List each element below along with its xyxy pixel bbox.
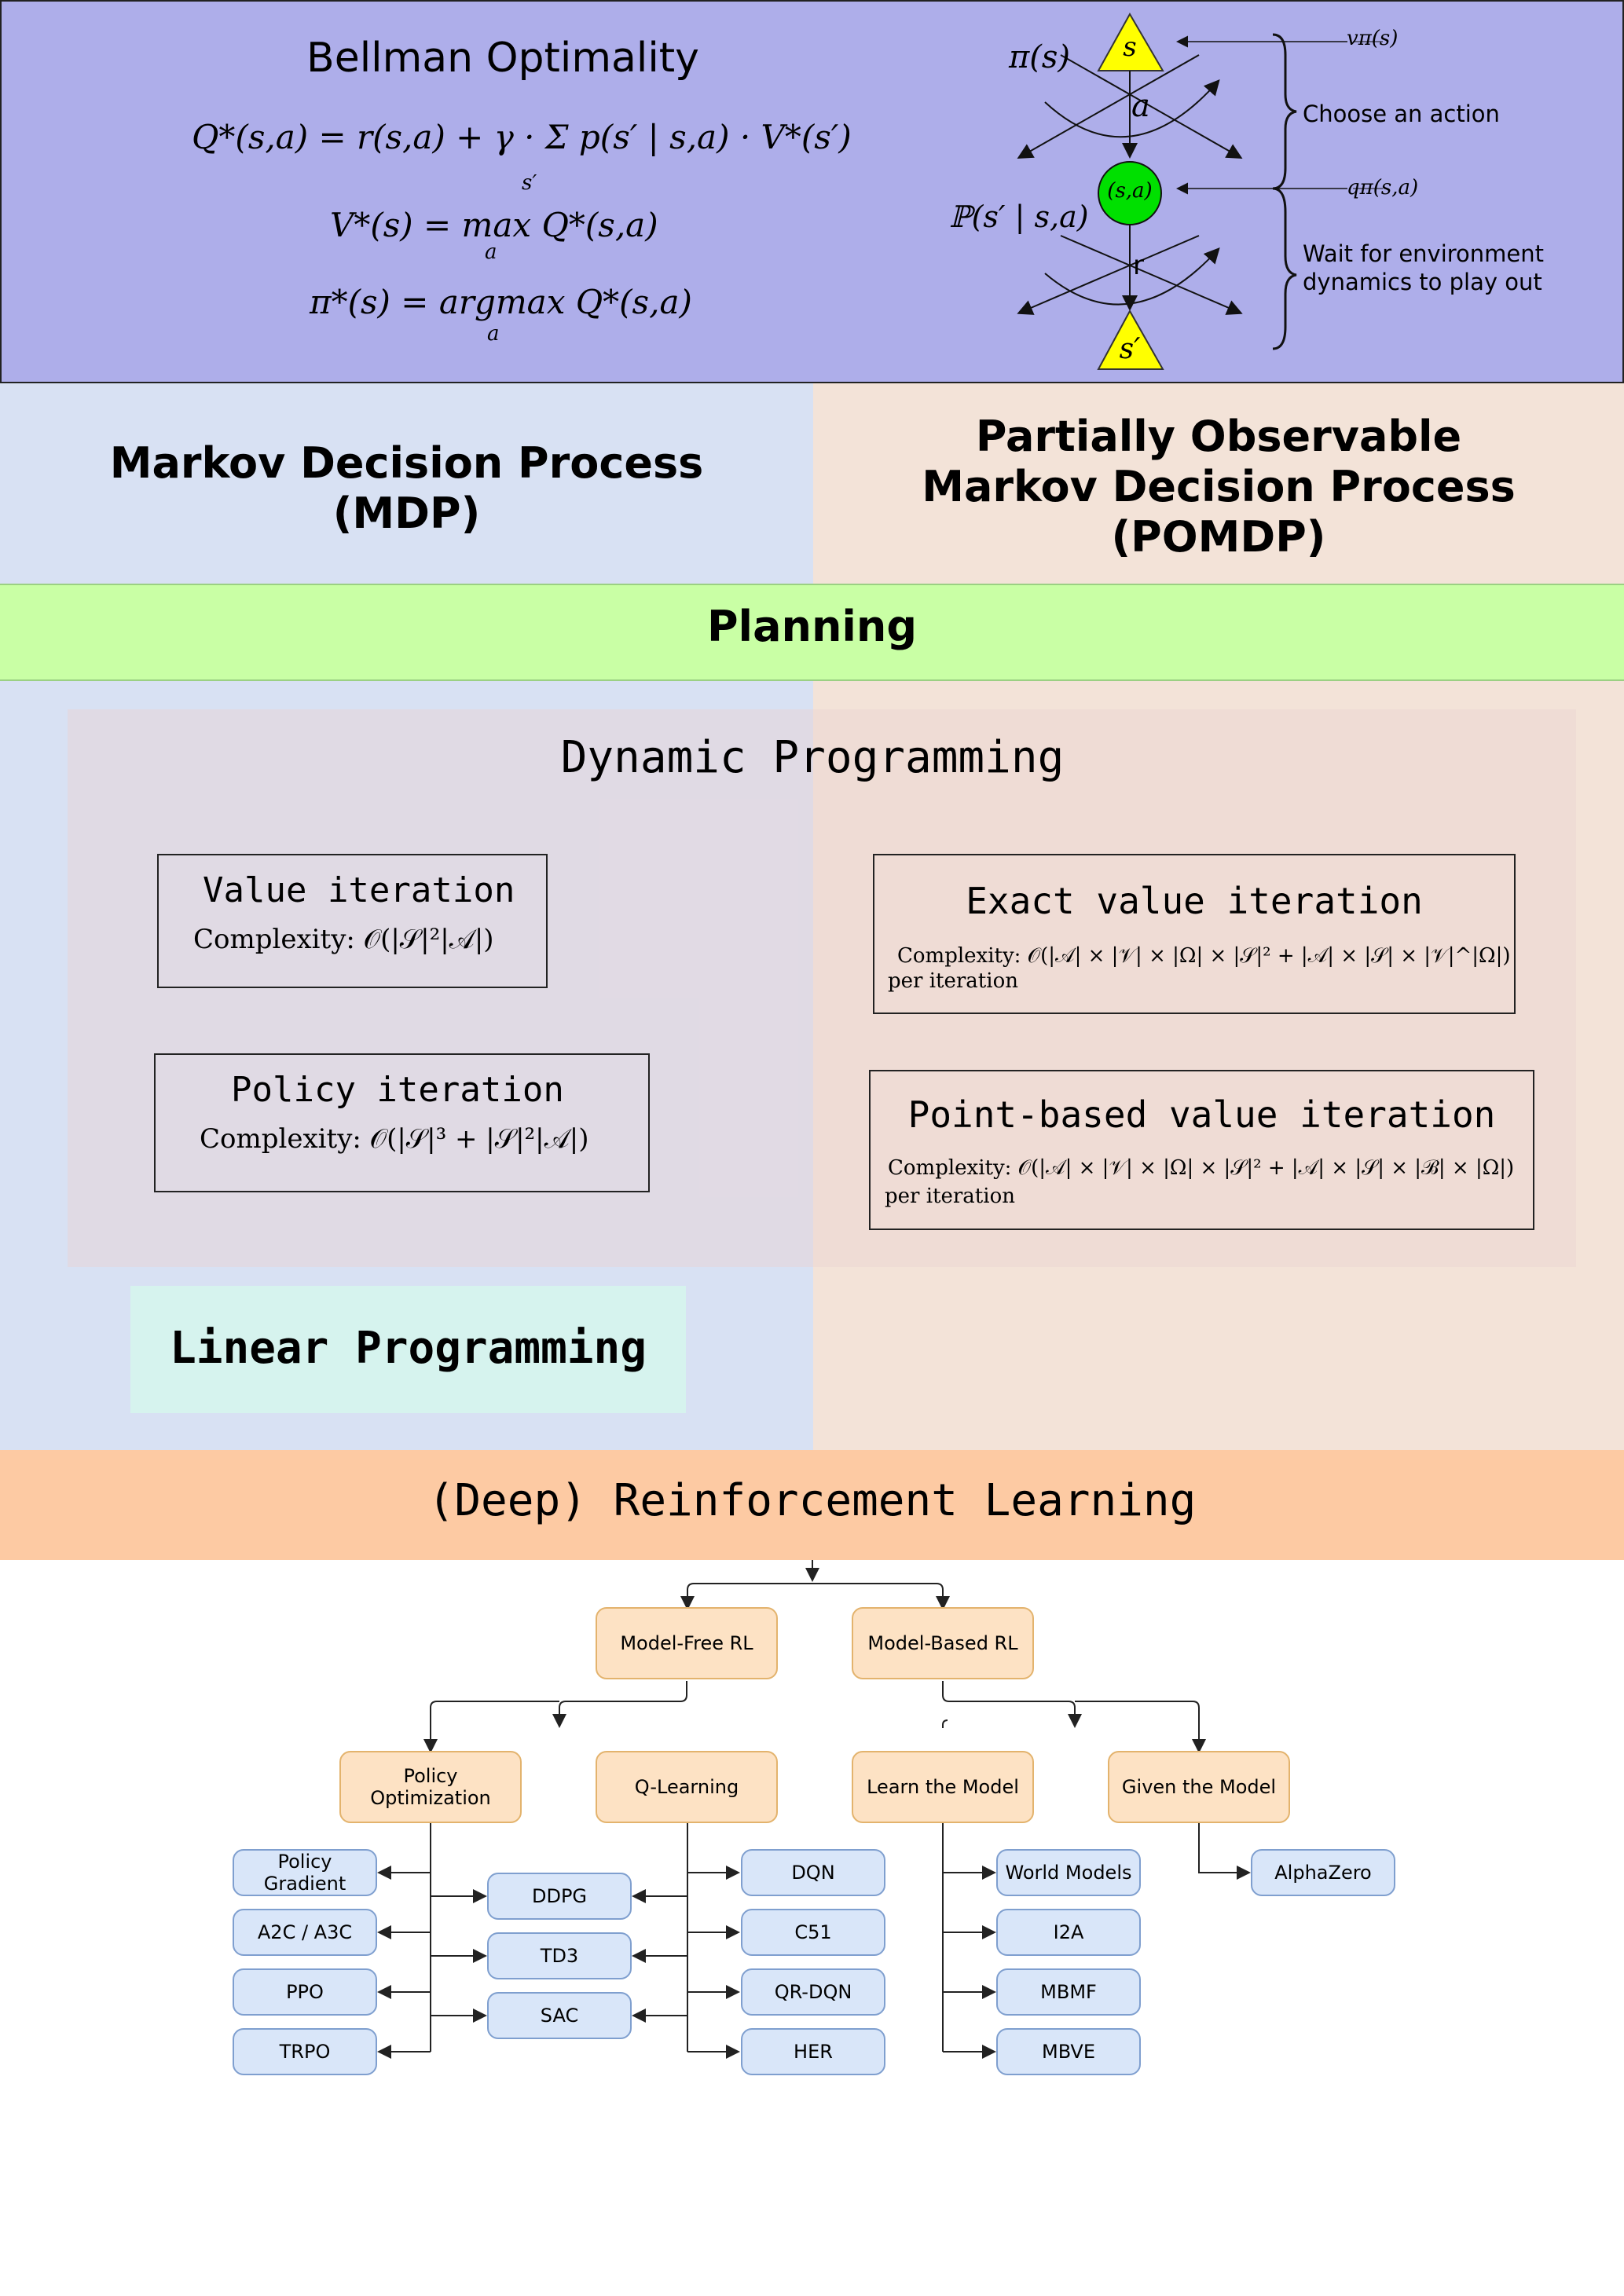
policy-iteration-complexity: Complexity: 𝒪(|𝒮|³ + |𝒮|²|𝒜|) — [200, 1123, 589, 1155]
state-top-label: s — [1123, 31, 1137, 63]
reward-label: r — [1133, 250, 1144, 281]
point-based-value-iteration-note: per iteration — [885, 1185, 1015, 1208]
exact-value-iteration-box — [873, 854, 1516, 1014]
policy-iteration-title: Policy iteration — [231, 1070, 564, 1110]
point-based-value-iteration-title: Point-based value iteration — [907, 1093, 1496, 1136]
exact-value-iteration-note: per iteration — [888, 969, 1018, 993]
bellman-q-subscript: s′ — [522, 171, 537, 195]
given-the-model-node: Given the Model — [1108, 1751, 1290, 1823]
brace-top — [1272, 33, 1297, 190]
algo-mbve: MBVE — [996, 2028, 1141, 2075]
algo-mbmf: MBMF — [996, 1968, 1141, 2016]
state-triangle-bottom — [1097, 309, 1164, 370]
algo-ddpg: DDPG — [487, 1873, 632, 1920]
exact-value-iteration-title: Exact value iteration — [966, 880, 1423, 922]
planning-label: Planning — [706, 602, 918, 651]
pomdp-heading-line1: Partially Observable — [975, 412, 1462, 461]
wait-environment-text-2: dynamics to play out — [1303, 269, 1542, 295]
algo-a2c-a3c: A2C / A3C — [233, 1909, 377, 1956]
bellman-title: Bellman Optimality — [306, 35, 699, 82]
q-pi-label: qπ(s,a) — [1347, 176, 1419, 200]
choose-action-text: Choose an action — [1303, 101, 1500, 127]
mdp-heading-line1: Markov Decision Process — [109, 438, 704, 488]
algo-sac: SAC — [487, 1992, 632, 2039]
algo-policy-gradient: Policy Gradient — [233, 1849, 377, 1896]
pomdp-heading-line2: Markov Decision Process — [922, 462, 1516, 511]
bellman-v-equation: V*(s) = max Q*(s,a) — [330, 206, 658, 244]
pomdp-heading: Partially Observable Markov Decision Pro… — [813, 412, 1624, 562]
value-iteration-title: Value iteration — [203, 870, 515, 910]
reinforcement-learning-bar — [0, 1450, 1624, 1560]
model-based-rl-node: Model-Based RL — [852, 1607, 1034, 1679]
value-iteration-complexity: Complexity: 𝒪(|𝒮|²|𝒜|) — [193, 924, 494, 955]
algo-her: HER — [741, 2028, 885, 2075]
planning-bar — [0, 584, 1624, 681]
learn-the-model-node: Learn the Model — [852, 1751, 1034, 1823]
bellman-pi-subscript: a — [487, 322, 500, 346]
bellman-pi-equation: π*(s) = argmax Q*(s,a) — [310, 283, 692, 321]
state-action-label: (s,a) — [1107, 179, 1153, 203]
algo-c51: C51 — [741, 1909, 885, 1956]
bellman-panel — [0, 0, 1624, 383]
exact-value-iteration-complexity: Complexity: 𝒪(|𝒜| × |𝒱| × |Ω| × |𝒮|² + |… — [897, 944, 1511, 968]
bellman-v-subscript: a — [485, 240, 497, 264]
bellman-q-equation: Q*(s,a) = r(s,a) + γ · Σ p(s′ | s,a) · V… — [192, 118, 852, 156]
mdp-heading: Markov Decision Process (MDP) — [0, 438, 813, 539]
point-based-value-iteration-complexity: Complexity: 𝒪(|𝒜| × |𝒱| × |Ω| × |𝒮|² + |… — [888, 1156, 1515, 1180]
algo-ppo: PPO — [233, 1968, 377, 2016]
brace-bottom — [1272, 187, 1297, 350]
wait-environment-text-1: Wait for environment — [1303, 240, 1545, 267]
policy-optimization-node: Policy Optimization — [339, 1751, 522, 1823]
algo-i2a: I2A — [996, 1909, 1141, 1956]
mdp-heading-line2: (MDP) — [332, 489, 481, 538]
linear-programming-box — [130, 1286, 686, 1413]
model-free-rl-node: Model-Free RL — [596, 1607, 778, 1679]
reinforcement-learning-title: (Deep) Reinforcement Learning — [427, 1475, 1197, 1526]
algo-qr-dqn: QR-DQN — [741, 1968, 885, 2016]
algo-alphazero: AlphaZero — [1251, 1849, 1395, 1896]
value-iteration-box — [157, 854, 548, 988]
policy-label: π(s) — [1009, 39, 1071, 75]
dynamic-programming-box — [68, 709, 1576, 1267]
algo-world-models: World Models — [996, 1849, 1141, 1896]
dynamic-programming-title: Dynamic Programming — [560, 732, 1065, 783]
algo-td3: TD3 — [487, 1932, 632, 1979]
q-learning-node: Q-Learning — [596, 1751, 778, 1823]
mdp-column — [0, 383, 813, 1450]
algo-dqn: DQN — [741, 1849, 885, 1896]
v-pi-label: vπ(s) — [1347, 27, 1399, 50]
pomdp-column — [813, 383, 1624, 1450]
transition-label: ℙ(s′ | s,a) — [949, 200, 1089, 234]
linear-programming-label: Linear Programming — [170, 1323, 647, 1374]
action-label: a — [1131, 88, 1150, 124]
algo-trpo: TRPO — [233, 2028, 377, 2075]
point-based-value-iteration-box — [869, 1070, 1534, 1230]
rl-tree-connectors — [377, 1560, 1251, 2059]
pomdp-heading-line3: (POMDP) — [1111, 512, 1326, 562]
policy-iteration-box — [154, 1053, 650, 1192]
state-bottom-label: s′ — [1119, 333, 1141, 365]
backup-diagram — [1017, 12, 1383, 370]
